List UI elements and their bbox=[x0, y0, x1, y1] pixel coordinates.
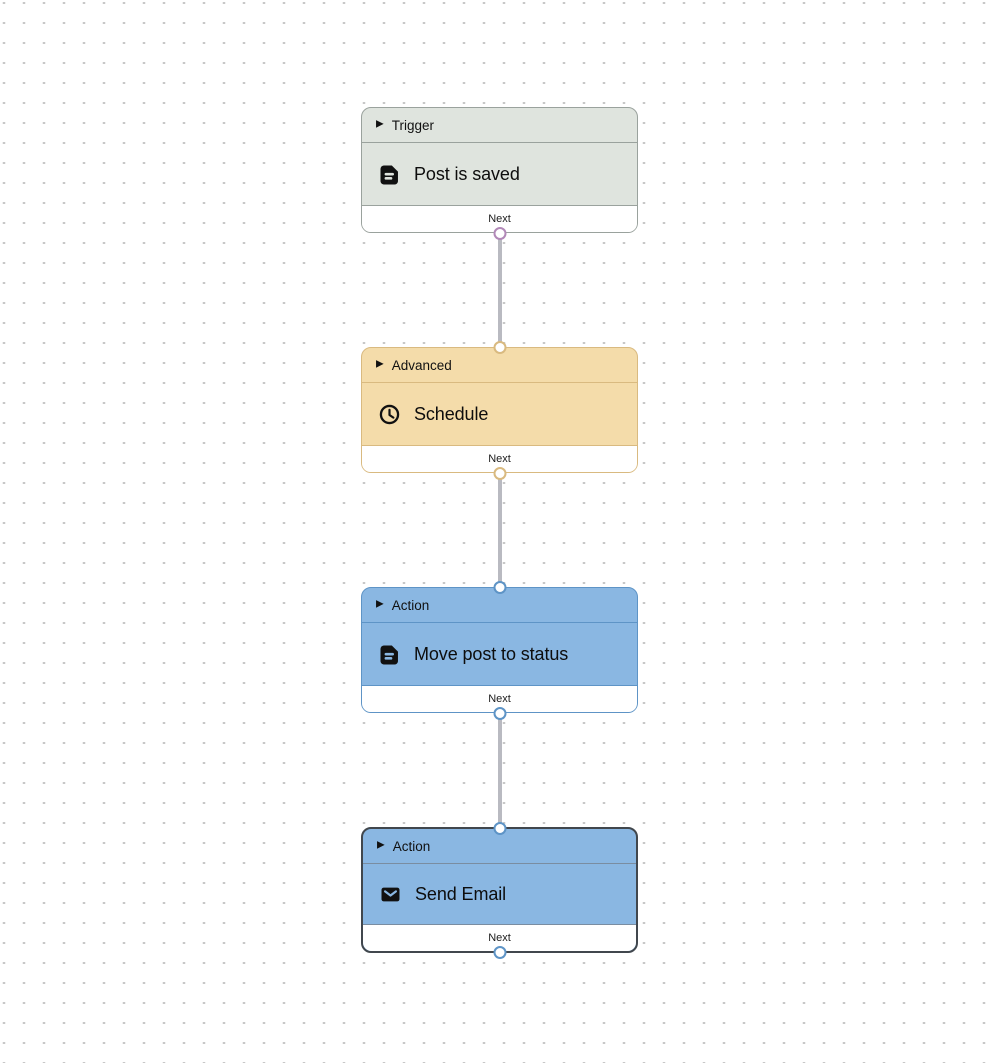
output-port[interactable] bbox=[493, 466, 506, 480]
node-category-label: Action bbox=[392, 838, 431, 854]
clock-icon bbox=[378, 403, 401, 426]
node-category-label: Action bbox=[391, 597, 430, 613]
node-body[interactable]: Send Email bbox=[363, 864, 636, 924]
workflow-node-schedule[interactable]: ▶ Advanced Schedule Next bbox=[361, 340, 638, 480]
connector-edge bbox=[497, 229, 502, 351]
connector-edge bbox=[497, 709, 502, 831]
next-label: Next bbox=[488, 453, 511, 465]
collapse-triangle-icon[interactable]: ▶ bbox=[376, 358, 384, 370]
node-footer: Next bbox=[363, 924, 636, 951]
output-port[interactable] bbox=[493, 945, 506, 959]
output-port[interactable] bbox=[493, 226, 506, 240]
connector-edge bbox=[497, 469, 502, 591]
node-title: Schedule bbox=[414, 403, 489, 424]
envelope-icon bbox=[379, 883, 402, 906]
workflow-node-move-post[interactable]: ▶ Action Move post to status Next bbox=[361, 580, 638, 720]
collapse-triangle-icon[interactable]: ▶ bbox=[377, 839, 385, 851]
workflow-node-send-email[interactable]: ▶ Action Send Email Next bbox=[361, 821, 638, 959]
input-port[interactable] bbox=[493, 580, 506, 594]
input-port[interactable] bbox=[493, 340, 506, 354]
node-title: Post is saved bbox=[414, 163, 520, 184]
node-footer: Next bbox=[362, 205, 637, 232]
document-icon bbox=[378, 163, 401, 186]
next-label: Next bbox=[488, 213, 511, 225]
output-port[interactable] bbox=[493, 706, 506, 720]
document-icon bbox=[378, 643, 401, 666]
input-port[interactable] bbox=[493, 821, 506, 835]
node-header[interactable]: ▶ Action bbox=[362, 588, 637, 623]
node-header[interactable]: ▶ Trigger bbox=[362, 108, 637, 143]
collapse-triangle-icon[interactable]: ▶ bbox=[376, 598, 384, 610]
next-label: Next bbox=[488, 932, 511, 944]
node-body[interactable]: Post is saved bbox=[362, 143, 637, 205]
workflow-node-trigger[interactable]: ▶ Trigger Post is saved Next bbox=[361, 107, 638, 240]
node-title: Move post to status bbox=[414, 643, 569, 664]
node-footer: Next bbox=[362, 445, 637, 472]
node-title: Send Email bbox=[415, 883, 507, 904]
next-label: Next bbox=[488, 693, 511, 705]
collapse-triangle-icon[interactable]: ▶ bbox=[376, 118, 384, 130]
node-header[interactable]: ▶ Action bbox=[363, 829, 636, 864]
node-header[interactable]: ▶ Advanced bbox=[362, 348, 637, 383]
node-body[interactable]: Schedule bbox=[362, 383, 637, 445]
node-body[interactable]: Move post to status bbox=[362, 623, 637, 685]
node-category-label: Trigger bbox=[391, 117, 434, 133]
node-category-label: Advanced bbox=[391, 357, 452, 373]
